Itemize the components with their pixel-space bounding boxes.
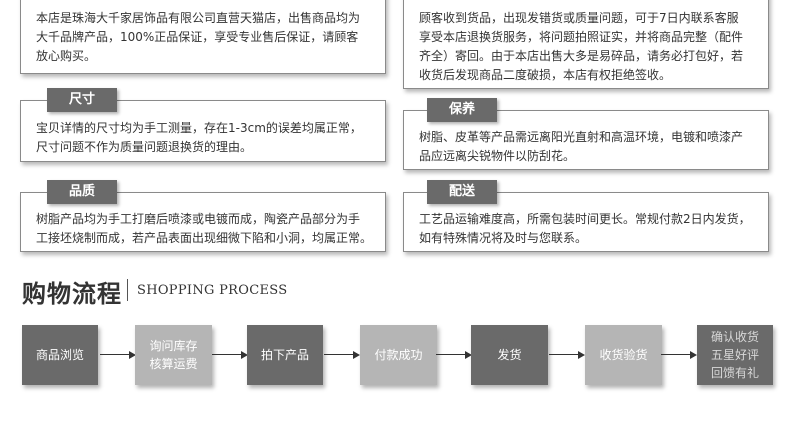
arrow-icon — [549, 351, 585, 359]
step-inspect: 收货验货 — [585, 325, 662, 385]
arrow-icon — [661, 351, 697, 359]
step-browse: 商品浏览 — [22, 325, 98, 385]
step-shipping: 发货 — [471, 325, 548, 385]
arrow-icon — [436, 351, 472, 359]
size-card: 宝贝详情的尺寸均为手工测量，存在1-3cm的误差均属正常， 尺寸问题不作为质量问… — [20, 100, 386, 162]
authentic-guarantee-text: 本店是珠海大千家居饰品有限公司直营天猫店，出售商品均为 大千品牌产品，100%正… — [36, 11, 361, 63]
process-title: 购物流程 — [22, 280, 122, 308]
size-text: 宝贝详情的尺寸均为手工测量，存在1-3cm的误差均属正常， 尺寸问题不作为质量问… — [36, 121, 362, 154]
returns-policy-text: 顾客收到货品，出现发错货或质量问题，可于7日内联系客服 享受本店退换货服务，将问… — [419, 11, 744, 82]
title-divider — [127, 279, 128, 301]
step-confirm-review: 确认收货 五星好评 回馈有礼 — [697, 325, 773, 385]
arrow-icon — [324, 351, 360, 359]
care-card: 树脂、皮革等产品需远离阳光直射和高温环境，电镀和喷漆产 品应远离尖锐物件以防刮花… — [403, 110, 769, 170]
delivery-tag: 配送 — [427, 180, 497, 204]
process-subtitle: SHOPPING PROCESS — [137, 283, 288, 298]
arrow-icon — [212, 351, 248, 359]
size-tag: 尺寸 — [47, 88, 117, 112]
quality-text: 树脂产品均为手工打磨后喷漆或电镀而成，陶瓷产品部分为手 工接坯烧制而成，若产品表… — [36, 212, 373, 245]
returns-policy-card: 顾客收到货品，出现发错货或质量问题，可于7日内联系客服 享受本店退换货服务，将问… — [403, 0, 769, 89]
quality-tag: 品质 — [47, 180, 117, 204]
arrow-icon — [100, 351, 136, 359]
step-inquire: 询问库存 核算运费 — [135, 325, 212, 385]
care-tag: 保养 — [427, 98, 497, 122]
authentic-guarantee-card: 本店是珠海大千家居饰品有限公司直营天猫店，出售商品均为 大千品牌产品，100%正… — [20, 0, 386, 74]
step-order: 拍下产品 — [247, 325, 323, 385]
delivery-text: 工艺品运输难度高，所需包装时间更长。常规付款2日内发货， 如有特殊情况将及时与您… — [419, 212, 751, 245]
care-text: 树脂、皮革等产品需远离阳光直射和高温环境，电镀和喷漆产 品应远离尖锐物件以防刮花… — [419, 130, 744, 163]
step-payment: 付款成功 — [360, 325, 437, 385]
